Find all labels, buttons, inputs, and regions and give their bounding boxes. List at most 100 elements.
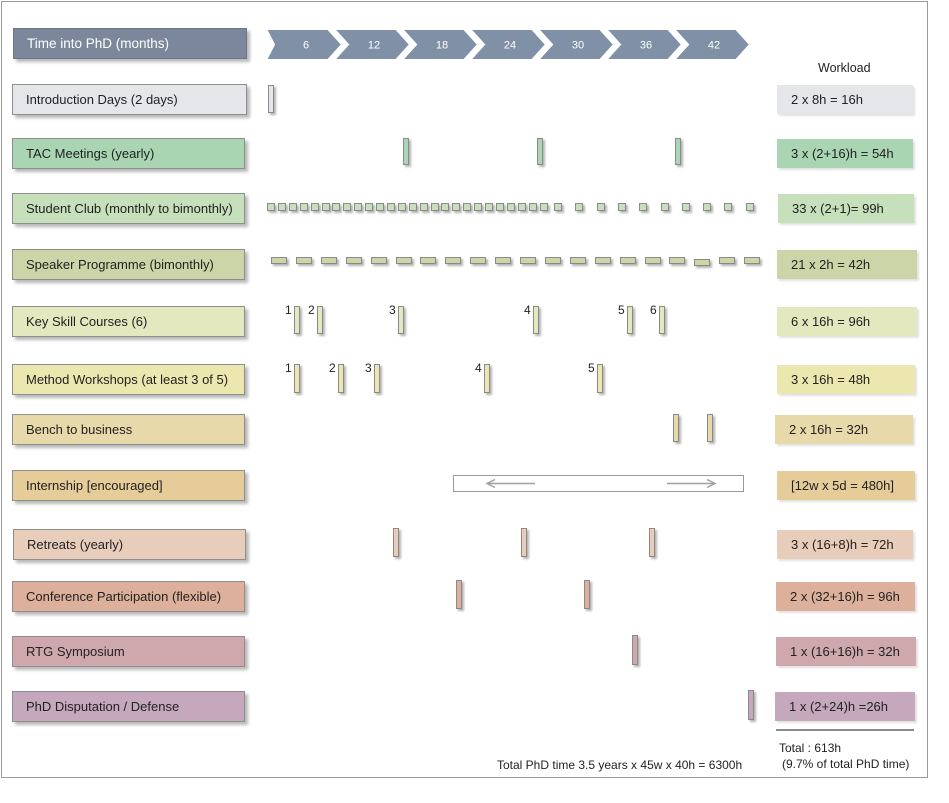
row-workload: 2 x 8h = 16h <box>777 85 913 114</box>
speaker-programme-mark <box>345 257 362 264</box>
internship-arrows <box>485 478 717 489</box>
month-label: 36 <box>640 40 652 52</box>
month-arrow <box>399 28 480 61</box>
row-label-text: Internship [encouraged] <box>26 478 163 493</box>
student-club-mark <box>554 203 562 211</box>
row-workload-text: 3 x 16h = 48h <box>791 372 871 387</box>
student-club-mark <box>681 203 690 211</box>
conference-mark <box>456 580 462 609</box>
bench-to-business-mark <box>707 414 713 442</box>
key-skill-course-mark <box>317 306 323 334</box>
workload-total-divider <box>776 729 914 731</box>
student-club-mark <box>517 203 526 211</box>
row-label-text: Student Club (monthly to bimonthly) <box>26 201 233 216</box>
right-arrow-head <box>706 478 717 489</box>
month-arrow <box>264 28 344 61</box>
key-skill-course-mark <box>627 306 633 334</box>
student-club-mark <box>474 203 483 211</box>
total-phd-time: Total PhD time 3.5 years x 45w x 40h = 6… <box>497 758 743 772</box>
row-label-text: Retreats (yearly) <box>27 537 124 552</box>
month-arrow <box>331 28 412 61</box>
speaker-programme-mark <box>594 257 611 264</box>
session-number: 6 <box>650 303 657 317</box>
session-number: 1 <box>285 361 292 375</box>
speaker-programme-mark <box>569 257 586 264</box>
row-label: TAC Meetings (yearly) <box>12 138 245 169</box>
method-workshop-mark <box>484 364 490 393</box>
row-workload-text: 1 x (16+16)h = 32h <box>790 644 900 659</box>
row-workload-text: 2 x 16h = 32h <box>789 422 869 437</box>
student-club-mark <box>596 203 605 211</box>
student-club-mark <box>376 203 384 211</box>
student-club-mark <box>703 203 712 211</box>
axis-title-text: Time into PhD (months) <box>27 36 170 51</box>
row-workload-text: 2 x (32+16)h = 96h <box>790 589 900 604</box>
student-club-mark <box>745 203 754 211</box>
left-arrow-head <box>485 478 496 489</box>
session-number: 4 <box>524 303 531 317</box>
session-number: 2 <box>308 303 315 317</box>
student-club-mark <box>724 203 733 211</box>
row-label: Student Club (monthly to bimonthly) <box>12 193 245 224</box>
method-workshop-mark <box>294 364 300 393</box>
session-number: 2 <box>329 361 336 375</box>
student-club-mark <box>310 203 319 211</box>
retreat-mark <box>393 528 399 557</box>
introduction-mark <box>268 85 274 113</box>
month-label: 42 <box>708 40 720 52</box>
row-label: Bench to business <box>12 414 245 445</box>
axis-title: Time into PhD (months) <box>13 28 247 59</box>
method-workshop-mark <box>338 364 344 393</box>
row-workload-text: 33 x (2+1)= 99h <box>792 201 884 216</box>
row-workload: 3 x 16h = 48h <box>777 365 915 394</box>
row-label-text: PhD Disputation / Defense <box>26 699 180 714</box>
session-number: 3 <box>389 303 396 317</box>
row-label: Method Workshops (at least 3 of 5) <box>12 364 245 395</box>
speaker-programme-mark <box>744 257 761 264</box>
row-workload: 6 x 16h = 96h <box>777 307 917 336</box>
row-label: Internship [encouraged] <box>12 470 245 501</box>
month-label: 12 <box>368 40 380 52</box>
student-club-mark <box>267 203 275 211</box>
student-club-mark <box>365 203 374 211</box>
speaker-programme-mark <box>420 257 437 264</box>
row-label: Key Skill Courses (6) <box>12 306 245 337</box>
key-skill-course-mark <box>398 306 404 334</box>
retreat-mark <box>649 528 655 557</box>
session-number: 5 <box>588 361 595 375</box>
student-club-mark <box>441 203 450 211</box>
month-arrow <box>603 28 684 61</box>
row-label: Introduction Days (2 days) <box>12 84 247 115</box>
speaker-programme-mark <box>271 257 287 264</box>
month-label: 30 <box>572 40 584 52</box>
student-club-mark <box>506 203 515 211</box>
bench-to-business-mark <box>673 414 679 442</box>
row-label: PhD Disputation / Defense <box>12 691 245 722</box>
student-club-mark <box>485 203 493 211</box>
speaker-programme-mark <box>694 259 711 266</box>
row-workload-text: 3 x (16+8)h = 72h <box>791 537 894 552</box>
row-workload: 2 x 16h = 32h <box>775 415 913 444</box>
student-club-mark <box>463 203 472 211</box>
row-label-text: Conference Participation (flexible) <box>26 589 222 604</box>
row-workload: 3 x (16+8)h = 72h <box>777 530 913 559</box>
month-arrow <box>467 28 548 61</box>
student-club-mark <box>288 203 297 211</box>
speaker-programme-mark <box>520 257 536 264</box>
month-label: 18 <box>436 40 448 52</box>
student-club-mark <box>343 203 352 211</box>
speaker-programme-mark <box>644 257 661 264</box>
session-number: 3 <box>365 361 372 375</box>
internship-range-box <box>453 475 744 492</box>
student-club-mark <box>539 203 548 211</box>
speaker-programme-mark <box>719 257 736 264</box>
defense-mark <box>748 690 754 720</box>
row-label-text: TAC Meetings (yearly) <box>26 146 155 161</box>
student-club-mark <box>495 203 504 211</box>
student-club-mark <box>299 203 308 211</box>
row-label-text: Bench to business <box>26 422 133 437</box>
conference-mark <box>584 580 590 609</box>
month-arrow <box>535 28 616 61</box>
method-workshop-mark <box>597 364 603 393</box>
